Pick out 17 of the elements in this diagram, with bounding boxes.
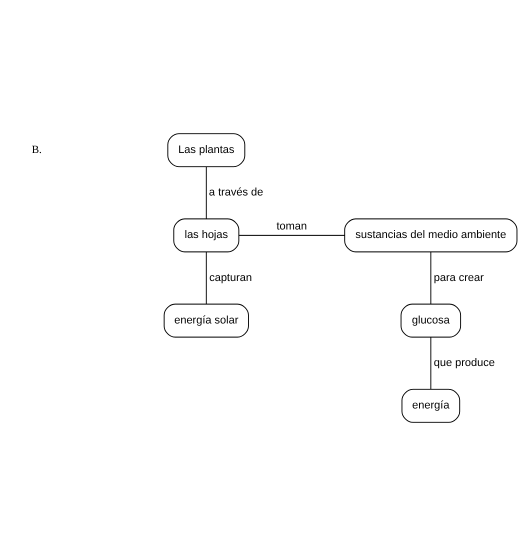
connector [238,234,346,236]
edge-label: para crear [434,272,484,284]
node-box: las hojas [173,218,240,252]
connector [206,252,207,305]
node-box: energía solar [164,304,249,338]
edge-label: a través de [208,186,264,199]
edge-label: toman [276,220,308,233]
edge-label: que produce [434,357,495,370]
connector [430,252,432,305]
connector [206,166,207,220]
node-box: glucosa [400,304,462,338]
label: B. [32,144,42,156]
node-box: Las plantas [167,133,246,168]
edge-label: capturan [209,272,252,284]
connector [430,336,432,390]
node-box: sustancias del medio ambiente [344,218,518,252]
node-box: energía [402,388,460,423]
